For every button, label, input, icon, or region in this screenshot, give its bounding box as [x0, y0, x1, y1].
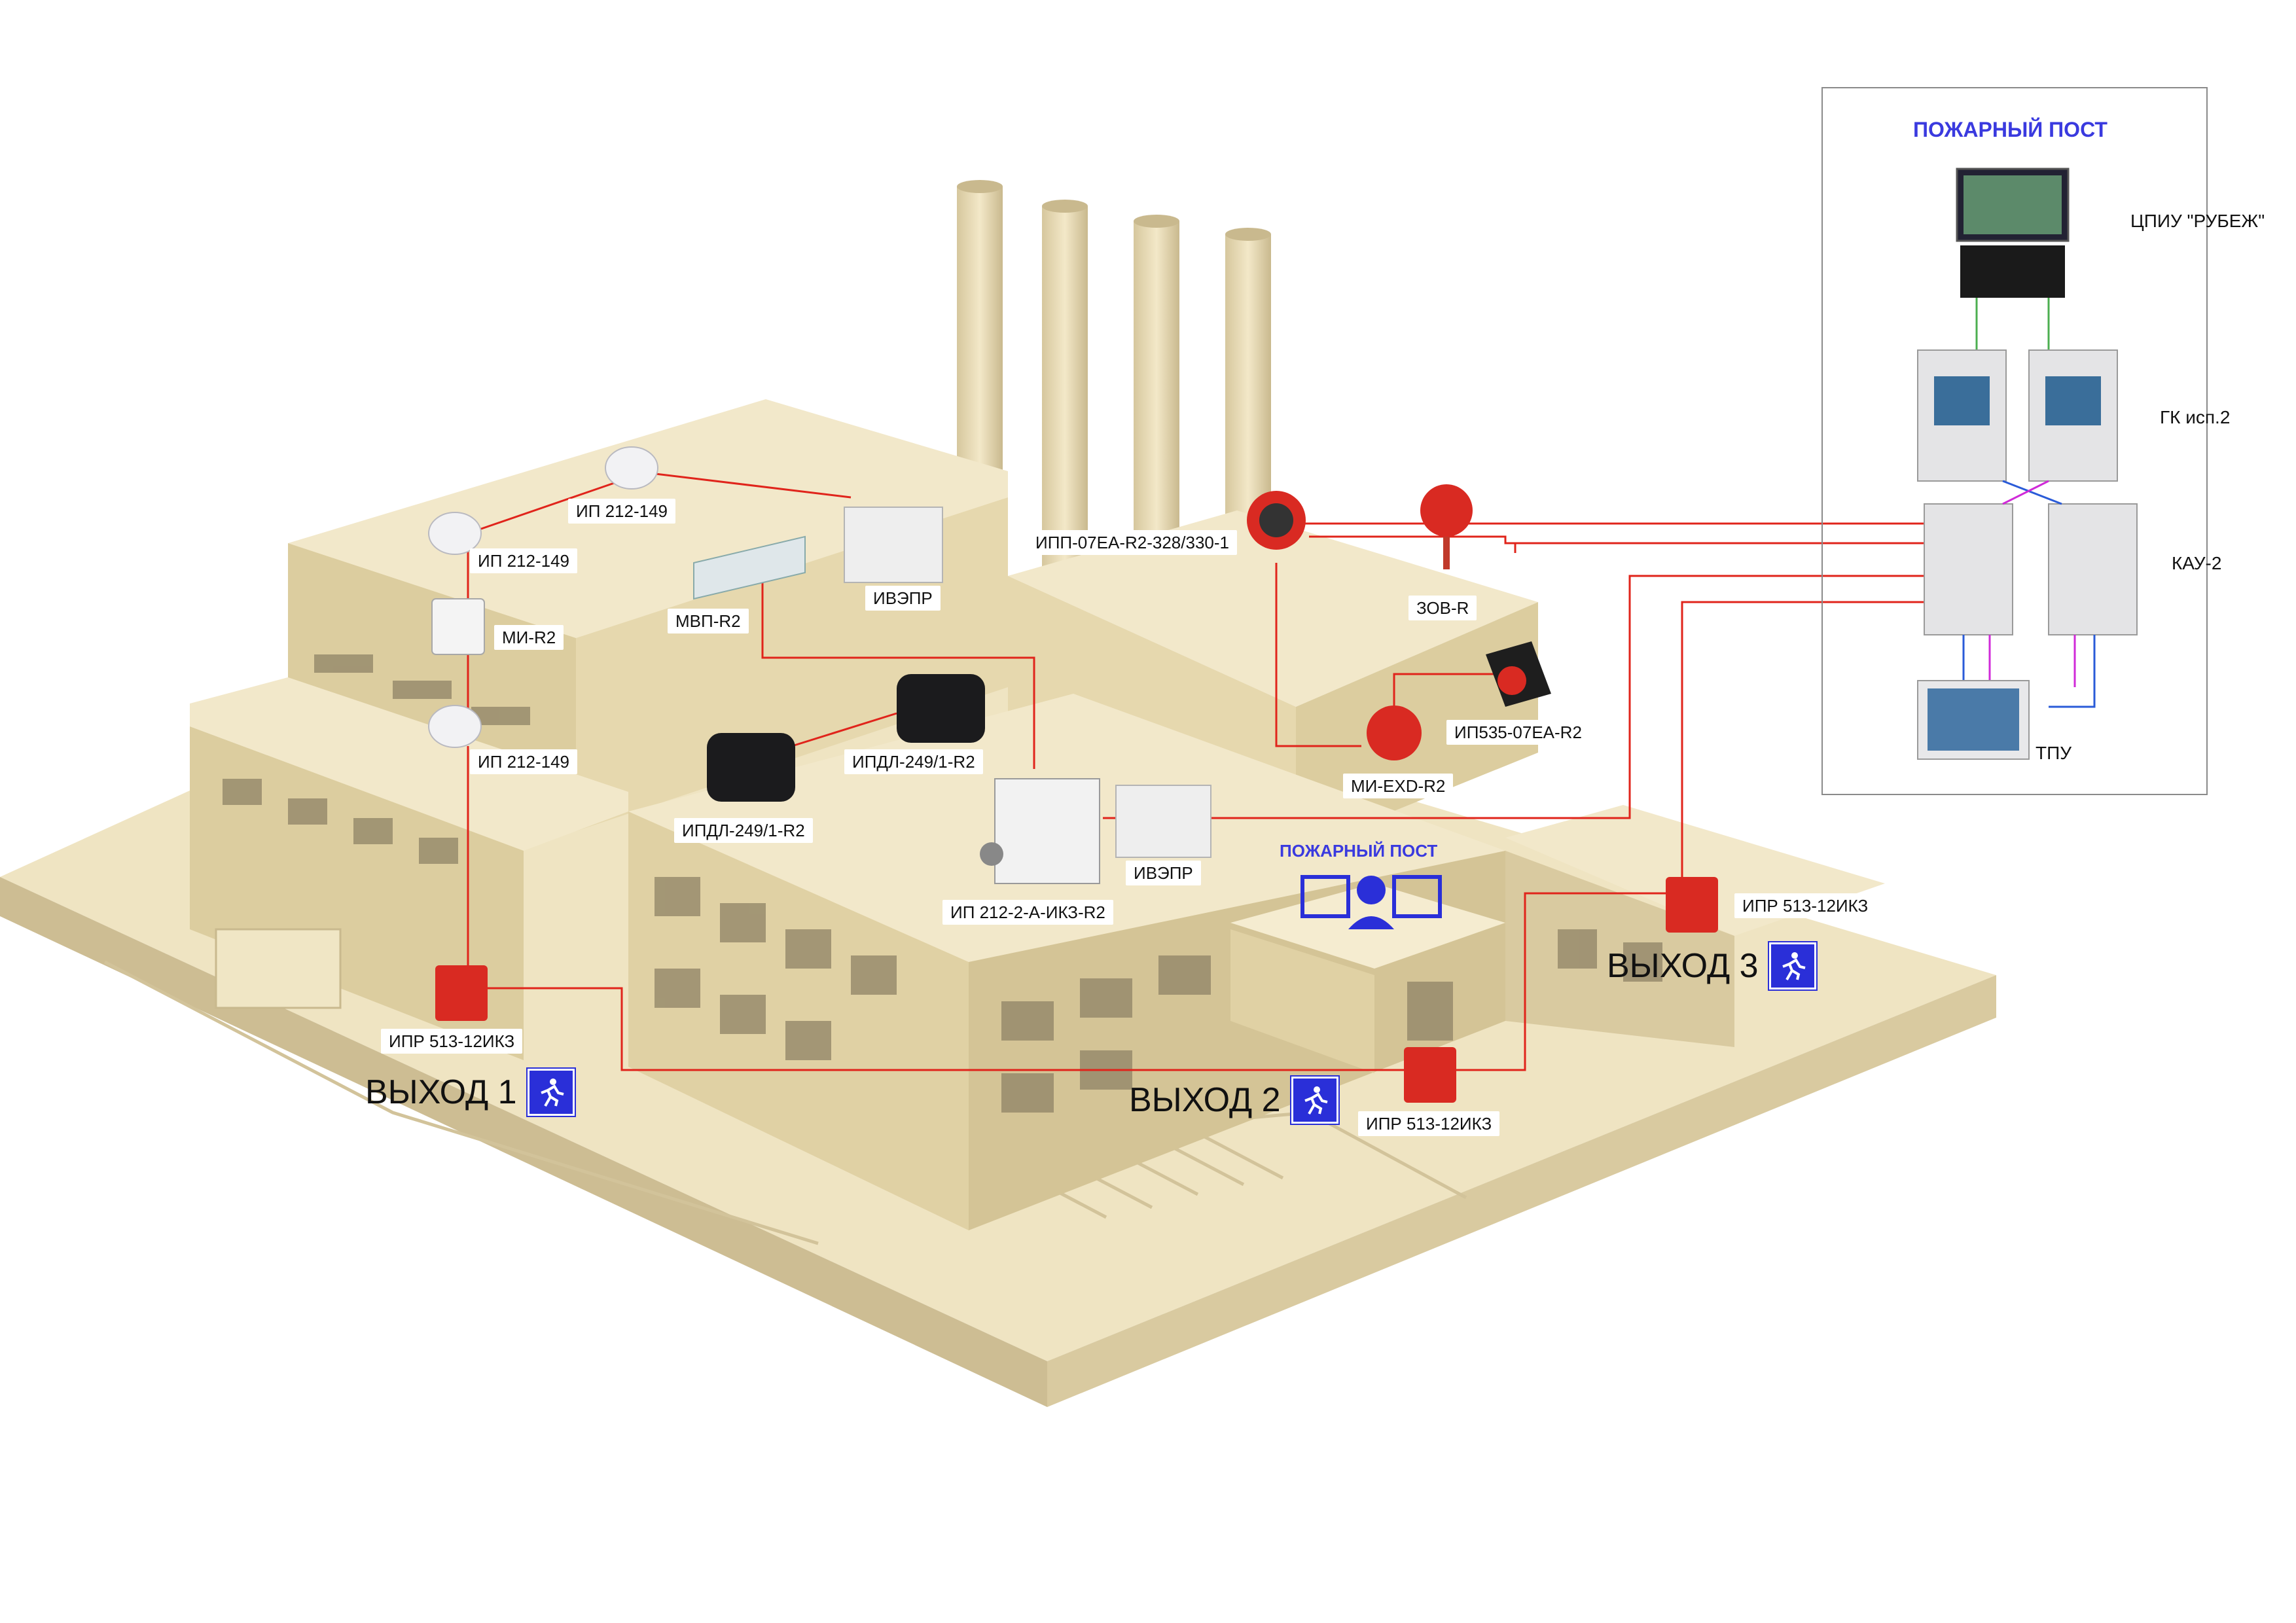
label-ipr-3: ИПР 513-12ИКЗ — [1734, 893, 1876, 918]
label-ip535: ИП535-07ЕА-R2 — [1446, 720, 1590, 745]
label-mi-r2: МИ-R2 — [494, 625, 564, 650]
manual-call-point-icon — [435, 965, 488, 1021]
label-ivepr-top: ИВЭПР — [865, 586, 941, 611]
smoke-detector-icon — [428, 512, 482, 555]
label-mi-exd: МИ-EXD-R2 — [1343, 774, 1454, 798]
label-ipr-1: ИПР 513-12ИКЗ — [381, 1029, 523, 1054]
power-supply-icon — [1115, 785, 1211, 858]
exit-running-man-icon — [1291, 1077, 1338, 1124]
label-zov-r: ЗОВ-R — [1408, 596, 1477, 620]
label-ipdl-right: ИПДЛ-249/1-R2 — [844, 749, 983, 774]
manual-call-point-icon — [1666, 877, 1718, 933]
smoke-detector-icon — [428, 705, 482, 748]
label-gk: ГК исп.2 — [2160, 407, 2231, 427]
exit-running-man-icon — [1768, 942, 1816, 990]
label-cpiu: ЦПИУ "РУБЕЖ" — [2130, 211, 2265, 231]
power-supply-icon — [844, 507, 943, 583]
exit-running-man-icon — [527, 1069, 575, 1116]
mi-r2-module-icon — [431, 598, 485, 655]
label-mvp-r2: МВП-R2 — [668, 609, 749, 633]
label-ivepr-low: ИВЭПР — [1126, 861, 1201, 885]
exit-1: ВЫХОД 1 — [365, 1069, 575, 1116]
exit-2-label: ВЫХОД 2 — [1129, 1081, 1281, 1119]
ex-module-icon — [1367, 705, 1422, 760]
devices — [428, 446, 1718, 1103]
mvp-r2-module-icon — [693, 535, 806, 600]
exit-2: ВЫХОД 2 — [1129, 1077, 1338, 1124]
manual-call-point-icon — [1404, 1047, 1456, 1103]
label-tpu: ТПУ — [2036, 743, 2072, 763]
linear-detector-icon — [707, 733, 795, 802]
truck — [215, 928, 342, 1009]
sounder-icon — [1420, 484, 1473, 537]
label-ipr-2: ИПР 513-12ИКЗ — [1358, 1111, 1500, 1136]
label-ip212-top: ИП 212-149 — [568, 499, 676, 524]
label-ipp07: ИПП-07ЕА-R2-328/330-1 — [1028, 530, 1237, 555]
fire-post-title: ПОЖАРНЫЙ ПОСТ — [1913, 118, 2108, 141]
kau-panel-icon — [2048, 503, 2138, 635]
fire-post-frame — [1821, 87, 2208, 795]
smoke-detector-icon — [605, 446, 658, 490]
exit-3: ВЫХОД 3 — [1607, 942, 1816, 990]
building-fire-post-title: ПОЖАРНЫЙ ПОСТ — [1280, 841, 1438, 861]
label-ip212-2a: ИП 212-2-А-ИКЗ-R2 — [942, 900, 1113, 925]
server-icon — [1960, 245, 2065, 298]
label-ip212-mid: ИП 212-149 — [470, 548, 578, 573]
exit-3-label: ВЫХОД 3 — [1607, 947, 1759, 985]
linear-detector-icon — [897, 674, 985, 743]
exit-1-label: ВЫХОД 1 — [365, 1073, 517, 1111]
label-ip212-low: ИП 212-149 — [470, 749, 578, 774]
kau-panel-icon — [1924, 503, 2013, 635]
panel-equipment — [1917, 168, 2138, 760]
operator-workstation-icon — [1300, 875, 1442, 918]
label-ipdl-left: ИПДЛ-249/1-R2 — [674, 818, 813, 843]
aspirating-detector-icon — [994, 778, 1100, 884]
label-kau: КАУ-2 — [2172, 553, 2222, 573]
